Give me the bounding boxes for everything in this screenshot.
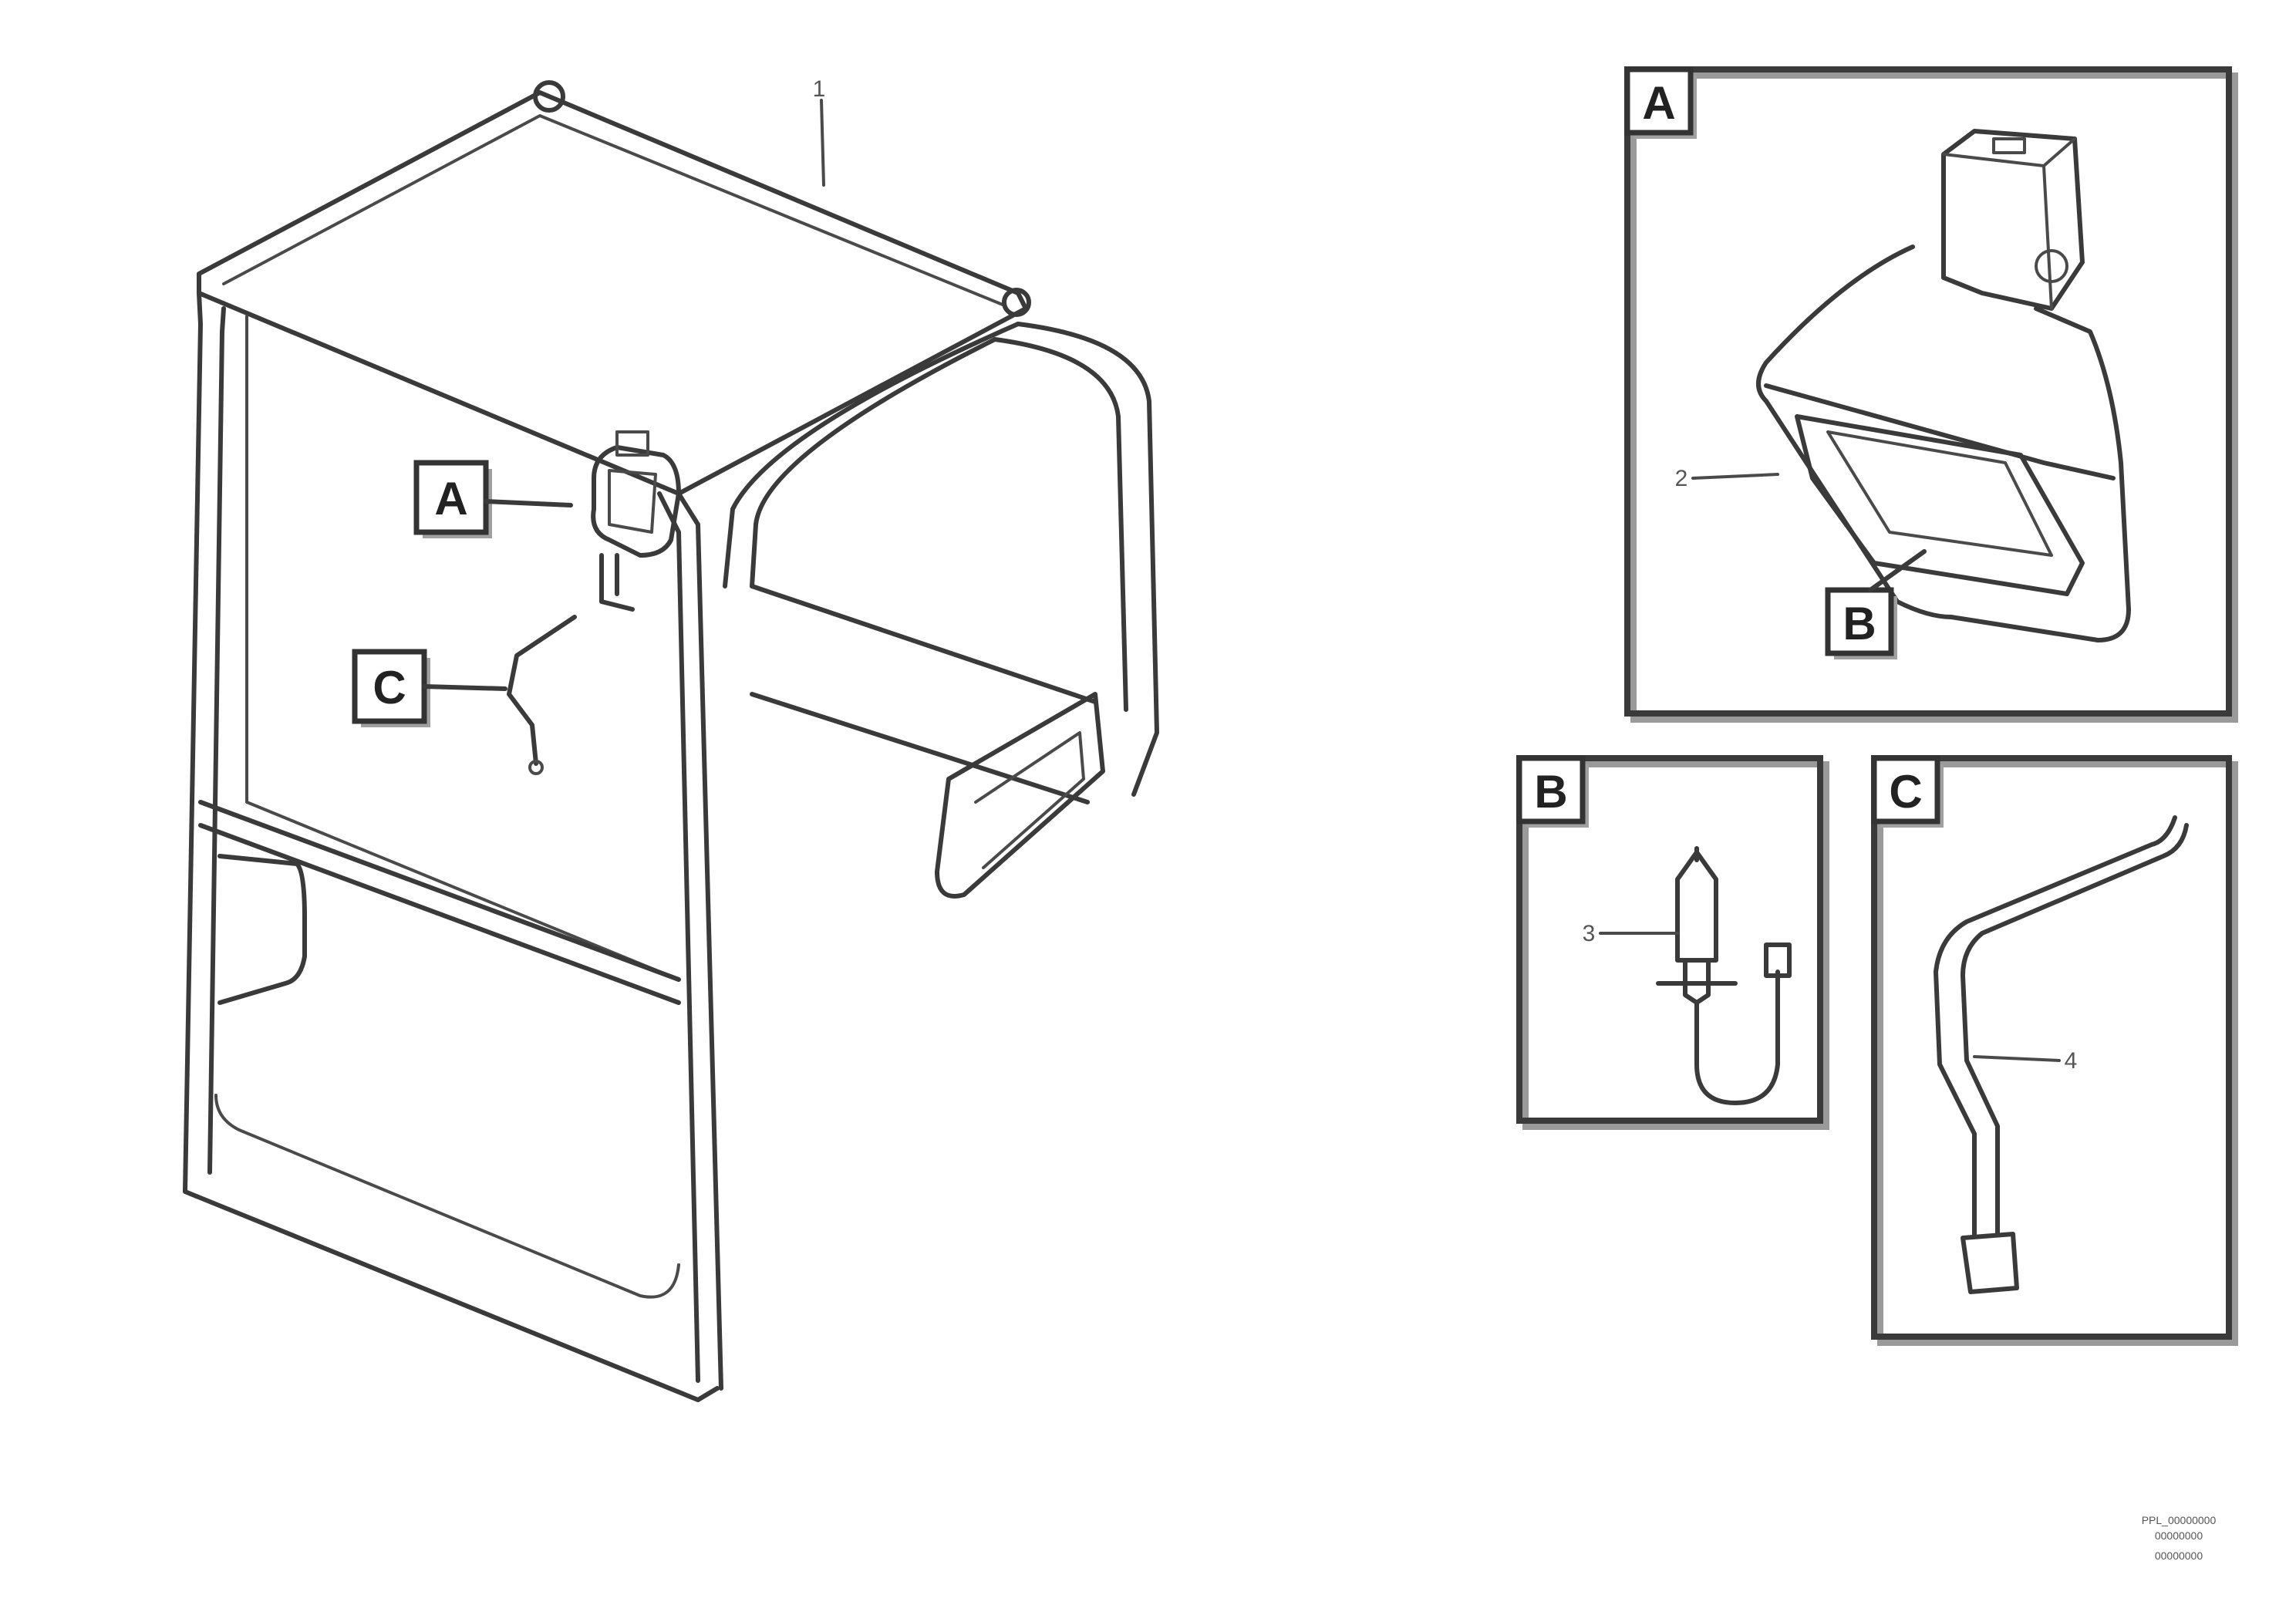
part-1-leader: [820, 99, 825, 187]
svg-text:C: C: [373, 662, 406, 713]
part-number-2: 2: [1675, 466, 1688, 491]
drawing-reference-code: PPL_00000000 00000000 00000000: [2142, 1514, 2217, 1562]
svg-text:A: A: [434, 473, 467, 524]
detail-a-panel: A 2 B: [1624, 66, 2238, 723]
detail-a-ref-b: B: [1843, 598, 1876, 649]
part-4-leader: [1973, 1055, 2061, 1062]
svg-text:00000000: 00000000: [2155, 1529, 2203, 1542]
callout-c-main: C: [352, 649, 507, 727]
detail-a-title: A: [1642, 77, 1675, 129]
part-number-3: 3: [1583, 921, 1596, 946]
svg-text:PPL_00000000: PPL_00000000: [2142, 1514, 2217, 1526]
svg-text:00000000: 00000000: [2155, 1549, 2203, 1562]
detail-b-panel: B 3: [1516, 755, 1829, 1130]
detail-c-title: C: [1889, 766, 1922, 818]
detail-b-title: B: [1534, 766, 1567, 818]
cab-frame-assembly: [183, 80, 1159, 1402]
part-2-leader: [1691, 473, 1779, 480]
callout-a-main: A: [413, 460, 573, 538]
part-number-1: 1: [813, 76, 826, 102]
detail-c-panel: C 4: [1871, 755, 2238, 1346]
part-number-4: 4: [2065, 1048, 2078, 1074]
